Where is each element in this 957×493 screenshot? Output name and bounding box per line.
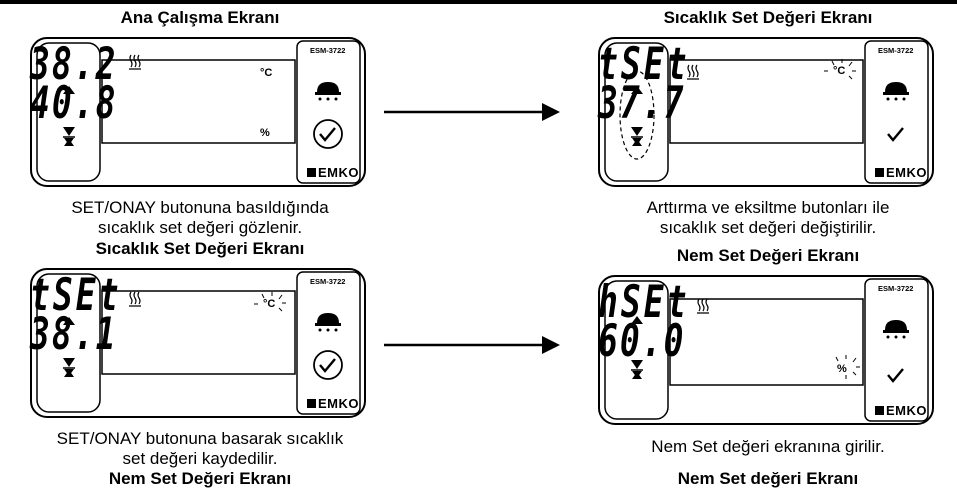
emko-logo-mark [307,168,316,177]
device-outline [30,37,366,187]
emko-logo-mark [875,406,884,415]
model-label: ESM-3722 [878,46,914,55]
caption-line: sıcaklık set değeri değiştirilir. [659,218,877,237]
brand-logo: EMKO [318,165,359,180]
up-arrow-icon[interactable] [631,316,643,324]
bottom-display: 38.1 [30,307,118,360]
caption-line: SET/ONAY butonuna basıldığında [71,198,329,217]
panel-3-caption: SET/ONAY butonuna basarak sıcaklık set d… [0,429,400,469]
flow-arrow-1 [384,103,560,121]
emko-logo-mark [875,168,884,177]
humidifier-icon [885,320,907,330]
model-label: ESM-3722 [310,46,346,55]
panel-4-caption: Nem Set değeri ekranına girilir. [568,437,957,457]
caption-line: sıcaklık set değeri gözlenir. [97,218,303,237]
bottom-display: 40.8 [30,76,118,129]
top-display: tSEt [598,37,690,90]
blink-rays-icon [824,59,856,80]
heater-icon [697,298,709,314]
set-ok-button[interactable] [313,350,343,380]
top-display: tSEt [30,268,122,321]
top-display: hSEt [598,275,690,328]
panel-3-title: Sıcaklık Set Değeri Ekranı [95,239,305,258]
panel-2-title: Sıcaklık Set Değeri Ekranı [663,8,873,27]
model-label: ESM-3722 [310,277,346,286]
bottom-display: 60.0 [598,314,686,367]
model-label: ESM-3722 [878,284,914,293]
caption-line: Nem Set değeri ekranına girilir. [651,437,885,456]
caption-line: Arttırma ve eksiltme butonları ile [646,198,890,217]
down-arrow-icon[interactable] [63,358,75,367]
panel-2-caption: Arttırma ve eksiltme butonları ile sıcak… [568,198,957,238]
emko-logo-mark [307,399,316,408]
controller-panel-1: ESM-3722 38.2 °C 40.8 % EMKO [30,37,366,187]
blink-rays-icon [254,292,286,312]
humidifier-icon [317,313,339,323]
controller-panel-2: ESM-3722 tSEt °C 37.7 EMKO [598,37,934,187]
check-circle-icon [319,127,336,142]
down-arrow-icon[interactable] [631,360,643,369]
panel-1-caption: SET/ONAY butonuna basıldığında sıcaklık … [0,198,400,238]
down-arrow-icon[interactable] [63,127,75,136]
controller-panel-4: ESM-3722 hSEt 60.0 % EMKO [598,275,934,425]
controller-panel-3: ESM-3722 tSEt °C 38.1 EMKO [30,268,366,418]
humidity-unit: % [837,363,847,375]
blink-rays-icon [835,355,860,379]
heater-icon [687,64,699,80]
temperature-unit: °C [833,65,846,77]
device-outline [598,37,934,187]
top-display: 38.2 [30,37,118,90]
check-circle-icon [319,358,336,373]
panel-4-title: Nem Set Değeri Ekranı [676,246,860,265]
bottom-left-title: Nem Set Değeri Ekranı [108,469,292,488]
heater-icon [129,54,141,70]
top-rule [0,0,957,4]
bottom-right-title: Nem Set değeri Ekranı [677,469,859,488]
caption-line: set değeri kaydedilir. [122,449,278,468]
highlight-ellipse [619,70,655,160]
humidifier-icon [885,82,907,92]
flow-arrow-2 [384,336,560,354]
down-arrow-icon[interactable] [631,127,643,136]
brand-logo: EMKO [886,403,927,418]
up-arrow-icon[interactable] [63,86,75,94]
bottom-display: 37.7 [598,76,686,129]
panel-1-title: Ana Çalışma Ekranı [120,8,280,27]
brand-logo: EMKO [318,396,359,411]
brand-logo: EMKO [886,165,927,180]
up-arrow-icon[interactable] [63,317,75,325]
device-outline [598,275,934,425]
humidity-unit: % [260,127,270,139]
set-ok-button[interactable] [313,119,343,149]
caption-line: SET/ONAY butonuna basarak sıcaklık [56,429,344,448]
device-outline [30,268,366,418]
check-icon [887,368,904,383]
up-arrow-icon[interactable] [631,86,643,94]
humidifier-icon [317,82,339,92]
temperature-unit: °C [263,298,276,310]
heater-icon [129,291,141,307]
temperature-unit: °C [260,67,273,79]
check-icon [887,127,904,142]
